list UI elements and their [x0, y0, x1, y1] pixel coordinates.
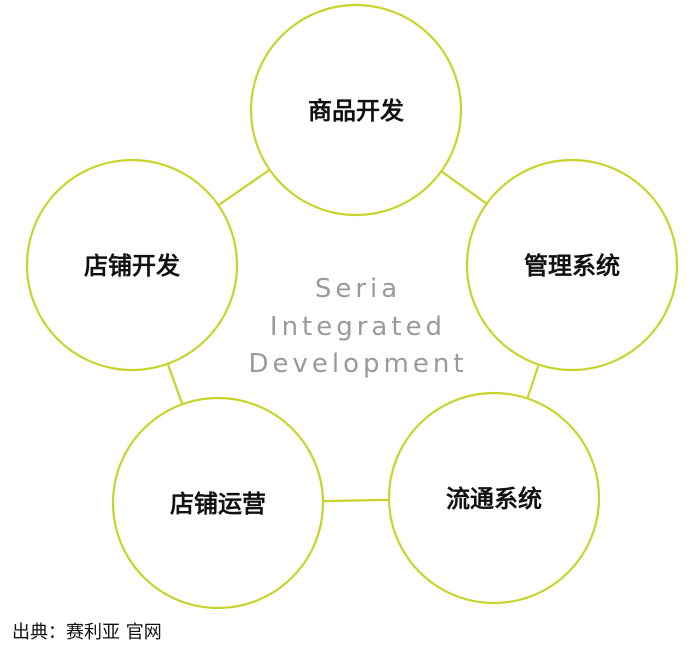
node-circle-store-development	[25, 158, 239, 372]
node-circle-management-system	[465, 158, 679, 372]
node-circle-product-development	[249, 3, 463, 217]
node-label-logistics-system: 流通系统	[446, 485, 542, 513]
center-line-2: Integrated	[270, 312, 446, 342]
center-title: Seria Integrated Development	[248, 274, 467, 379]
source-caption: 出典：赛利亚 官网	[12, 622, 162, 643]
connector-logistics-system-to-store-operations	[322, 498, 390, 503]
node-store-operations: 店铺运营	[111, 396, 325, 610]
node-product-development: 商品开发	[249, 3, 463, 217]
connector-management-system-to-logistics-system	[526, 364, 540, 399]
node-logistics-system: 流通系统	[387, 391, 601, 605]
node-label-store-operations: 店铺运营	[170, 490, 266, 518]
connector-store-development-to-product-development	[217, 168, 271, 207]
connector-store-operations-to-store-development	[166, 363, 184, 405]
connector-product-development-to-management-system	[440, 170, 488, 205]
node-label-store-development: 店铺开发	[84, 252, 180, 280]
connectors-group	[166, 168, 540, 503]
center-line-1: Seria	[315, 274, 401, 304]
node-circle-store-operations	[111, 396, 325, 610]
node-label-product-development: 商品开发	[308, 97, 404, 125]
center-line-3: Development	[248, 349, 467, 379]
node-management-system: 管理系统	[465, 158, 679, 372]
node-circle-logistics-system	[387, 391, 601, 605]
node-store-development: 店铺开发	[25, 158, 239, 372]
node-label-management-system: 管理系统	[524, 252, 620, 280]
